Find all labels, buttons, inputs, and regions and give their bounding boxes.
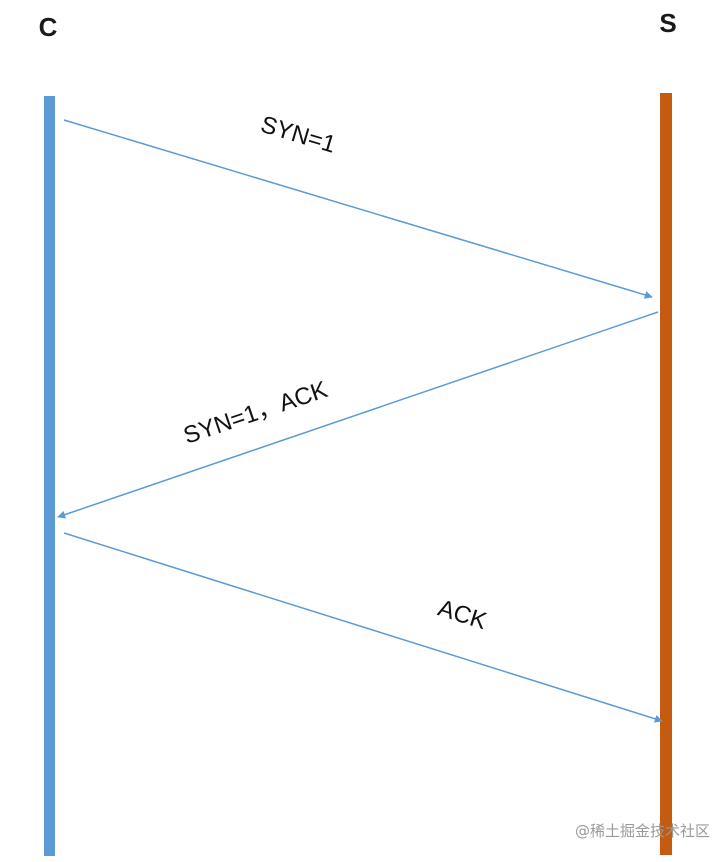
message-arrow-syn-ack	[57, 311, 659, 519]
message-arrow-syn	[63, 119, 653, 299]
message-label-syn: SYN=1	[258, 111, 339, 159]
message-label-syn-ack: SYN=1，ACK	[180, 376, 331, 450]
server-label: S	[659, 8, 676, 38]
client-lifeline	[44, 96, 55, 856]
message-arrow-ack	[63, 532, 663, 723]
message-label-ack: ACK	[435, 595, 490, 636]
server-lifeline	[660, 93, 672, 855]
client-label: C	[39, 12, 58, 42]
watermark-text: @稀土掘金技术社区	[575, 822, 710, 840]
